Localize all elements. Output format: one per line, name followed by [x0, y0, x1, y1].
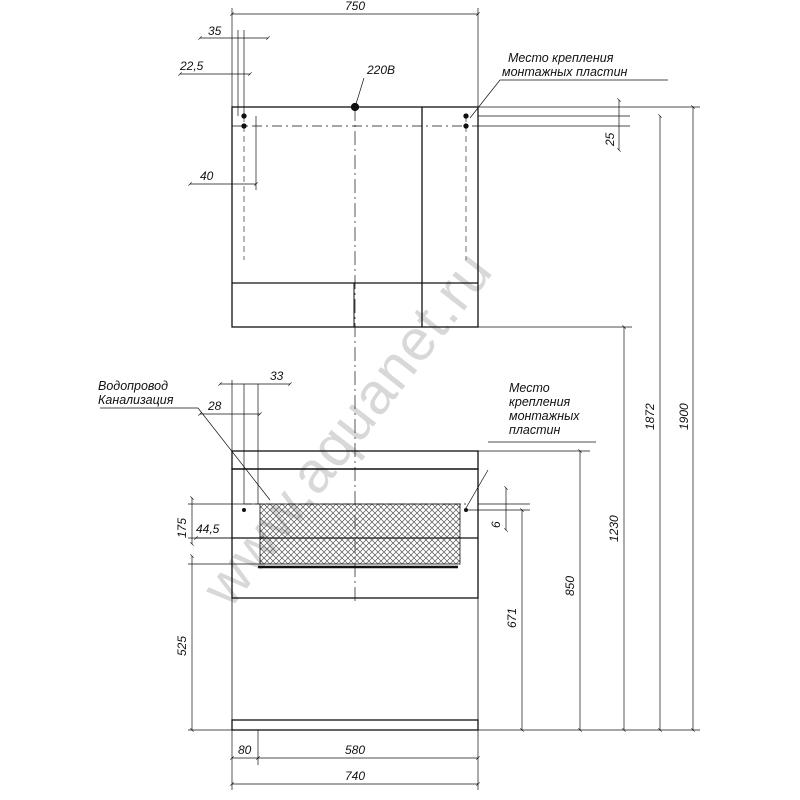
label-mount-top-2: монтажных пластин: [502, 65, 628, 79]
dim-22-5: 22,5: [179, 59, 204, 73]
dim-850: 850: [563, 576, 577, 596]
label-water-1: Водопровод: [98, 379, 168, 393]
label-mount-mid-4: пластин: [509, 423, 560, 437]
dim-6: 6: [489, 521, 503, 528]
dim-35: 35: [208, 24, 222, 38]
label-mount-mid-1: Место: [509, 381, 550, 395]
dim-40: 40: [200, 169, 214, 183]
dim-740: 740: [345, 769, 365, 783]
dim-580: 580: [345, 743, 365, 757]
dim-80: 80: [238, 743, 252, 757]
dim-1872: 1872: [643, 403, 657, 430]
dim-1900: 1900: [677, 403, 691, 430]
label-power: 220В: [366, 63, 395, 77]
label-mount-mid-3: монтажных: [509, 409, 580, 423]
label-mount-top-1: Место крепления: [508, 51, 614, 65]
dim-671: 671: [505, 608, 519, 628]
dim-1230: 1230: [607, 515, 621, 542]
label-mount-mid-2: крепления: [509, 395, 571, 409]
dim-25: 25: [603, 132, 617, 147]
dim-44-5: 44,5: [196, 522, 220, 536]
label-water-2: Канализация: [98, 393, 174, 407]
dim-28: 28: [207, 399, 222, 413]
plumbing-zone-upper: [259, 503, 461, 539]
dim-525: 525: [175, 636, 189, 656]
dim-33: 33: [270, 369, 284, 383]
dim-750: 750: [345, 0, 365, 13]
dim-175: 175: [175, 518, 189, 538]
plumbing-zone-lower: [259, 537, 461, 565]
